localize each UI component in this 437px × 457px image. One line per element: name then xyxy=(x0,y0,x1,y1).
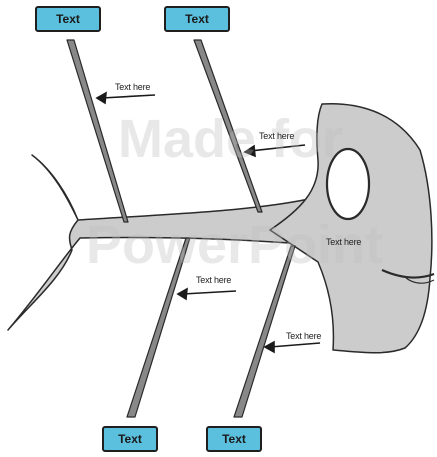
arrow-upper-left xyxy=(97,93,155,103)
text-box-bottom-left[interactable]: Text xyxy=(102,426,158,452)
text-box-bottom-right[interactable]: Text xyxy=(206,426,262,452)
text-box-top-right[interactable]: Text xyxy=(164,6,230,32)
arrow-lower-right xyxy=(265,342,320,352)
arrow-lower-left xyxy=(178,289,236,299)
label-upper-left: Text here xyxy=(115,82,150,92)
label-head: Text here xyxy=(326,237,361,247)
label-upper-right: Text here xyxy=(259,131,294,141)
label-lower-right: Text here xyxy=(286,331,321,341)
label-lower-left: Text here xyxy=(196,275,231,285)
watermark-line-1: Made for xyxy=(118,108,343,170)
text-box-top-left[interactable]: Text xyxy=(35,6,101,32)
